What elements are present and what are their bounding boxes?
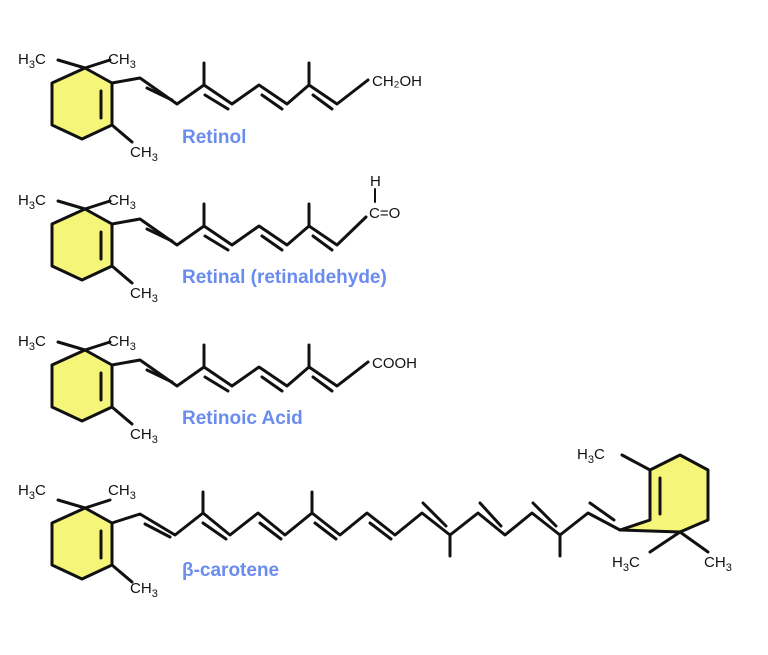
chain-double-bond bbox=[145, 86, 174, 102]
polyene-chain bbox=[110, 76, 370, 106]
end-group-label: C=O bbox=[369, 205, 400, 222]
molecule-name: Retinoic Acid bbox=[182, 408, 303, 429]
gem-methyl-bond-left bbox=[56, 58, 87, 70]
chain-double-bond bbox=[311, 234, 334, 252]
ring-methyl-bond bbox=[110, 123, 134, 144]
chain-double-bond bbox=[145, 227, 174, 243]
end-group-label: CH₂OH bbox=[372, 73, 422, 90]
retinol-structure: H3C CH3 CH3 CH₂OH Retinol bbox=[18, 51, 422, 164]
molecule-name: β-carotene bbox=[182, 560, 279, 581]
ch3-label: CH3 bbox=[108, 333, 136, 353]
ring-methyl-bond bbox=[110, 264, 134, 285]
chain-double-bond bbox=[311, 93, 334, 111]
ch3-label: CH3 bbox=[704, 554, 732, 574]
ch3-label: CH3 bbox=[130, 426, 158, 446]
ch3-label: CH3 bbox=[130, 144, 158, 164]
gem-methyl-bond-left bbox=[56, 199, 87, 211]
chain-double-bond bbox=[260, 234, 284, 252]
retinal-structure: H3C CH3 CH3 H C=O Retinal (retinaldehyde… bbox=[18, 173, 400, 305]
h3c-label: H3C bbox=[18, 482, 46, 502]
ch3-label: CH3 bbox=[108, 51, 136, 71]
chain-double-bond bbox=[258, 521, 283, 541]
cyclohexene-ring bbox=[50, 207, 114, 282]
gem-methyl-bond-right bbox=[83, 199, 112, 211]
h3c-label: H3C bbox=[612, 554, 640, 574]
cyclohexene-ring bbox=[50, 506, 114, 581]
aldehyde-h-label: H bbox=[370, 173, 381, 190]
chain-double-bond bbox=[368, 521, 393, 541]
chain-double-bond bbox=[203, 93, 230, 111]
cyclohexene-ring bbox=[618, 453, 710, 534]
ring-methyl-bond bbox=[110, 563, 134, 584]
beta-carotene-structure: H3C CH3 CH3 H3C H3C CH3 β-carotene bbox=[18, 446, 732, 600]
chain-double-bond bbox=[260, 375, 284, 393]
ring-methyl-bond bbox=[620, 453, 652, 472]
cyclohexene-ring bbox=[50, 66, 114, 141]
ch3-label: CH3 bbox=[108, 482, 136, 502]
chain-double-bond bbox=[478, 501, 503, 528]
polyene-chain bbox=[110, 511, 622, 537]
chain-double-bond bbox=[143, 522, 172, 539]
chain-double-bond bbox=[201, 521, 228, 541]
gem-methyl-bond-right bbox=[83, 498, 112, 510]
h3c-label: H3C bbox=[577, 446, 605, 466]
cyclohexene-ring bbox=[50, 348, 114, 423]
chain-double-bond bbox=[311, 375, 334, 393]
chain-double-bond bbox=[588, 501, 616, 522]
ring-methyl-bond bbox=[110, 405, 134, 426]
gem-methyl-bond-left bbox=[648, 530, 682, 554]
chain-double-bond bbox=[421, 501, 448, 528]
gem-methyl-bond-right bbox=[83, 340, 112, 352]
h3c-label: H3C bbox=[18, 333, 46, 353]
h3c-label: H3C bbox=[18, 51, 46, 71]
ch3-label: CH3 bbox=[108, 192, 136, 212]
end-group-label: COOH bbox=[372, 355, 417, 372]
gem-methyl-bond-right bbox=[83, 58, 112, 70]
gem-methyl-bond-left bbox=[56, 498, 87, 510]
h3c-label: H3C bbox=[18, 192, 46, 212]
chain-double-bond bbox=[203, 234, 230, 252]
gem-methyl-bond-right bbox=[678, 530, 710, 554]
chain-double-bond bbox=[313, 521, 338, 541]
polyene-chain bbox=[110, 215, 368, 247]
polyene-chain bbox=[110, 358, 370, 388]
retinoic-acid-structure: H3C CH3 CH3 COOH Retinoic Acid bbox=[18, 333, 417, 446]
chain-double-bond bbox=[531, 501, 558, 528]
chain-double-bond bbox=[145, 368, 174, 384]
chain-double-bond bbox=[260, 93, 284, 111]
gem-methyl-bond-left bbox=[56, 340, 87, 352]
ch3-label: CH3 bbox=[130, 580, 158, 600]
molecule-name: Retinol bbox=[182, 127, 246, 148]
molecule-name: Retinal (retinaldehyde) bbox=[182, 267, 387, 288]
chain-double-bond bbox=[203, 375, 230, 393]
ch3-label: CH3 bbox=[130, 285, 158, 305]
